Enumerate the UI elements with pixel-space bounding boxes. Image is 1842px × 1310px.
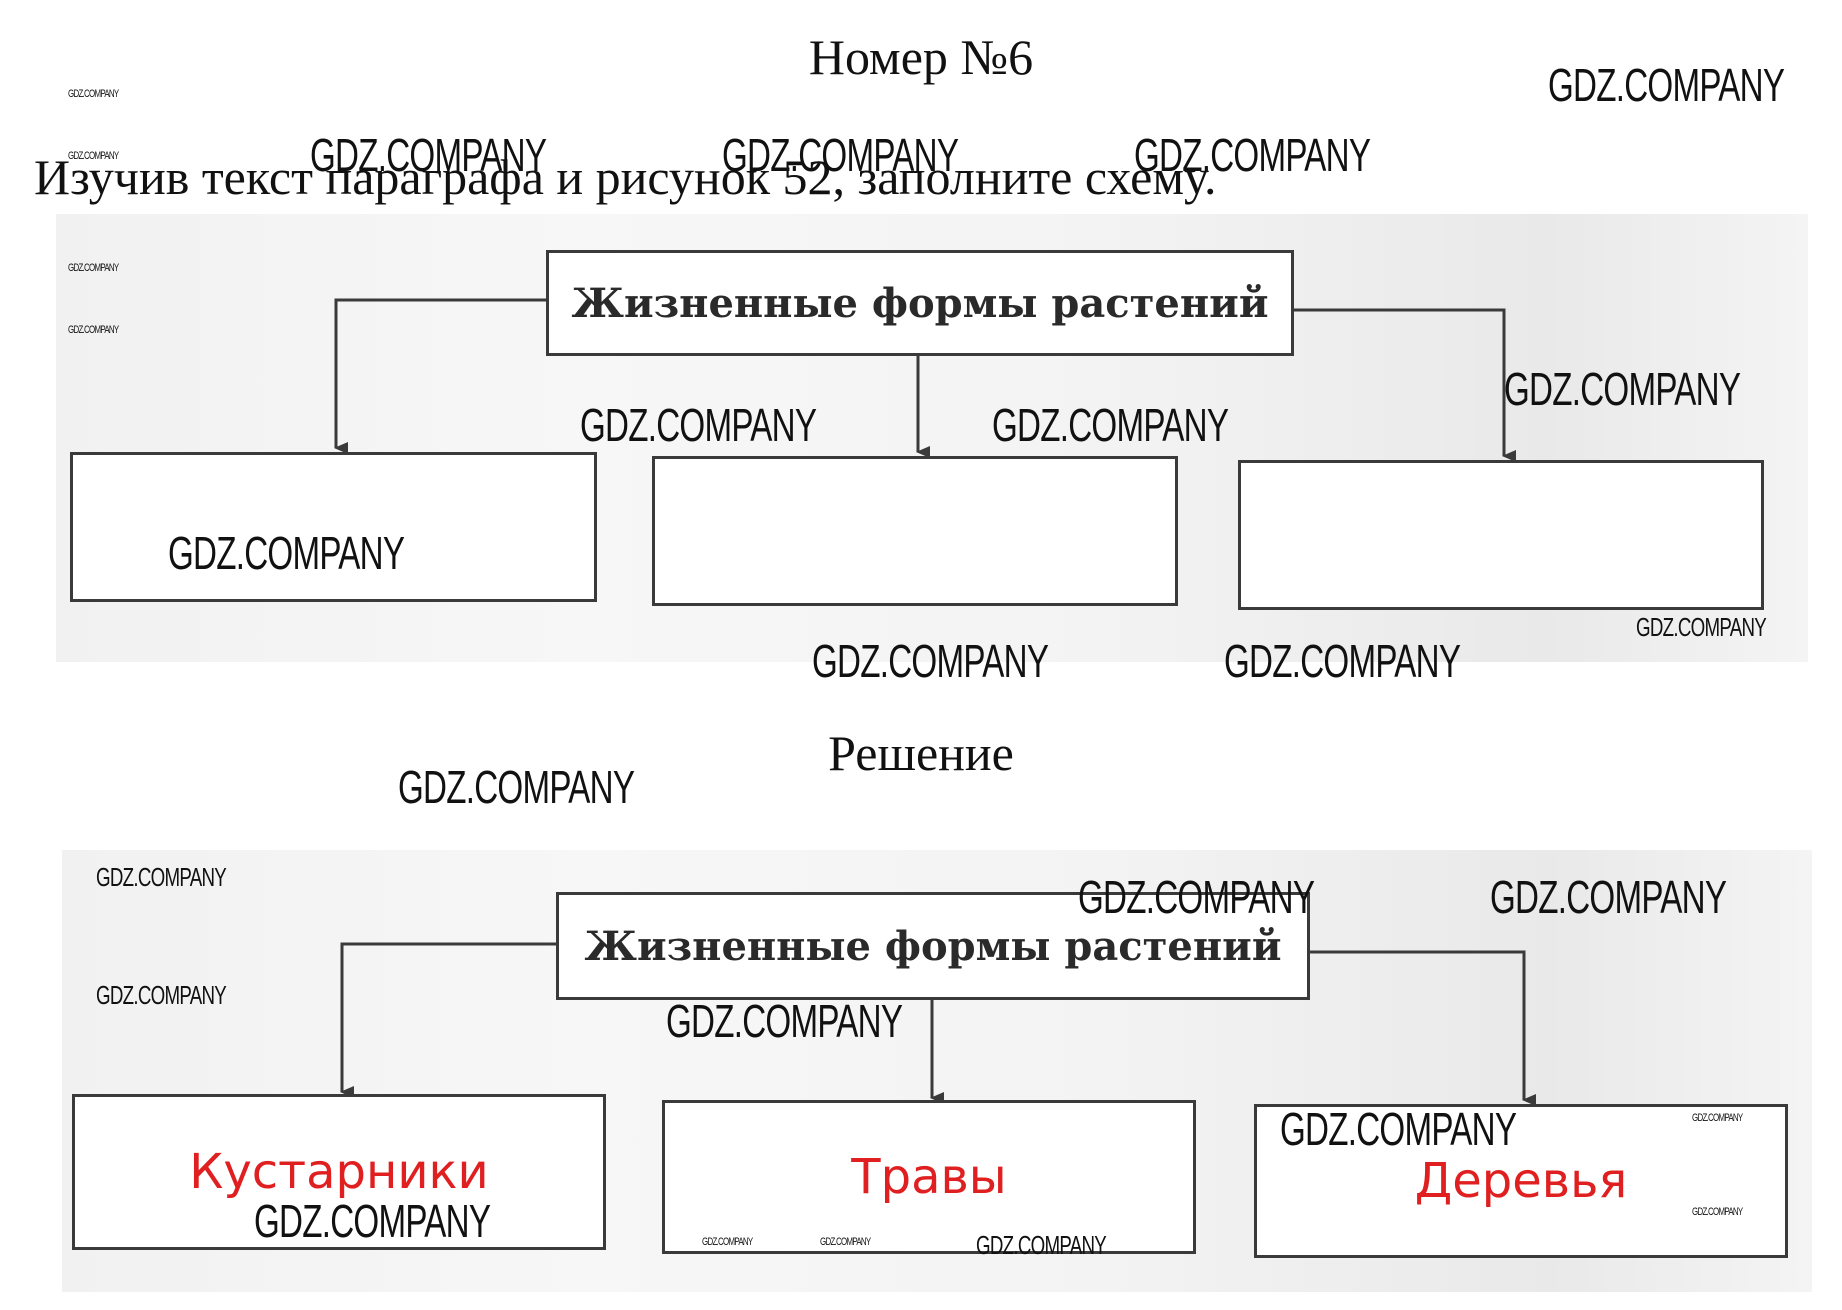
solution-child-label-3: Деревья — [1414, 1153, 1628, 1209]
solution-root-box: Жизненные формы растений — [556, 892, 1310, 1000]
solution-child-label-1: Кустарники — [189, 1144, 489, 1200]
solution-arrow-right — [1310, 950, 1536, 1106]
solution-child-box-1: Кустарники — [72, 1094, 606, 1250]
task-text: Изучив текст параграфа и рисунок 52, зап… — [34, 149, 1217, 205]
question-child-box-2[interactable] — [652, 456, 1178, 606]
arrow-right — [1294, 308, 1516, 462]
question-child-box-3[interactable] — [1238, 460, 1764, 610]
solution-child-box-2: Травы — [662, 1100, 1196, 1254]
question-root-box: Жизненные формы растений — [546, 250, 1294, 356]
solution-heading: Решение — [828, 725, 1014, 781]
solution-child-box-3: Деревья — [1254, 1104, 1788, 1258]
solution-arrow-left — [340, 942, 556, 1098]
question-child-box-1[interactable] — [70, 452, 597, 602]
solution-root-label: Жизненные формы растений — [584, 922, 1282, 970]
question-root-label: Жизненные формы растений — [571, 279, 1269, 327]
arrow-left — [334, 298, 546, 454]
page-heading: Номер №6 — [808, 29, 1034, 85]
solution-child-label-2: Травы — [851, 1149, 1007, 1205]
